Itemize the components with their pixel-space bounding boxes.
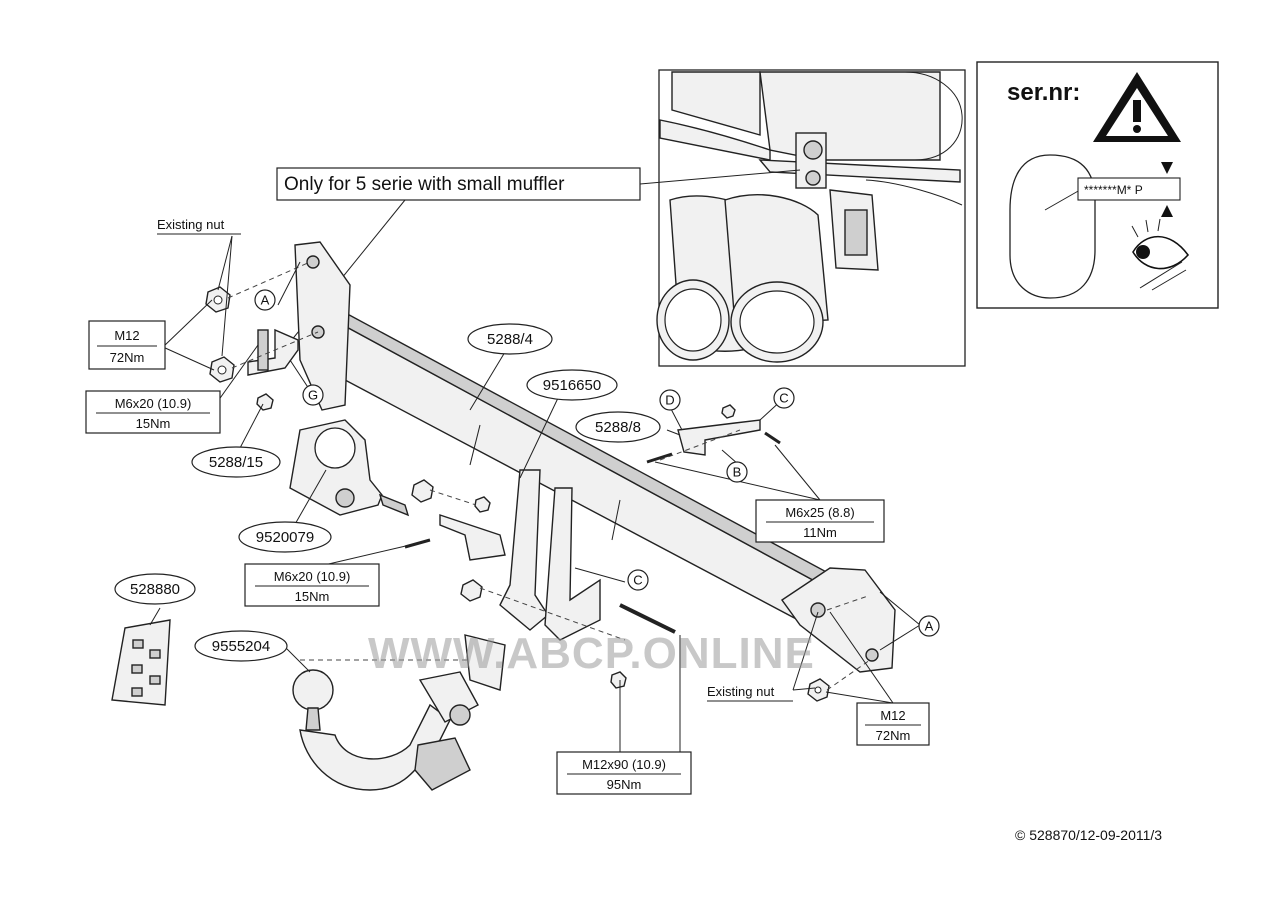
muffler-detail-inset (656, 69, 966, 367)
svg-text:15Nm: 15Nm (295, 589, 330, 604)
spec-box-m12-left: M12 72Nm (88, 320, 166, 370)
nut-left-upper (205, 286, 231, 313)
socket-holder-9520079 (289, 419, 410, 517)
callout-small-muffler: Only for 5 serie with small muffler (276, 167, 801, 353)
svg-text:B: B (733, 464, 742, 479)
spec-box-m6x25: M6x25 (8.8) 11Nm (755, 499, 885, 543)
svg-text:A: A (925, 618, 934, 633)
part-label-528880: 528880 (114, 573, 196, 605)
serial-number-panel: ser.nr: *******M* P (976, 61, 1219, 309)
existing-nut-label-right: Existing nut (707, 684, 793, 702)
eye-icon (1131, 218, 1190, 291)
part-label-5288-8: 5288/8 (575, 411, 661, 443)
assembly-guides (227, 261, 871, 691)
serial-mask: *******M* P (1084, 183, 1143, 197)
leader-lines (149, 235, 921, 752)
svg-text:Existing nut: Existing nut (707, 684, 775, 699)
bracket-center (404, 479, 676, 689)
svg-text:72Nm: 72Nm (110, 350, 145, 365)
svg-text:C: C (633, 572, 642, 587)
svg-text:95Nm: 95Nm (607, 777, 642, 792)
ball-neck-9555204 (292, 634, 506, 791)
svg-text:5288/4: 5288/4 (487, 331, 533, 348)
svg-text:9555204: 9555204 (212, 638, 270, 655)
letter-marker-b: B (726, 461, 748, 483)
svg-text:72Nm: 72Nm (876, 728, 911, 743)
copyright-text: © 528870/12-09-2011/3 (1015, 827, 1162, 843)
svg-text:M12: M12 (114, 328, 139, 343)
letter-marker-a-right: A (918, 615, 940, 637)
svg-text:11Nm: 11Nm (803, 525, 837, 540)
svg-text:M6x20 (10.9): M6x20 (10.9) (115, 396, 192, 411)
letter-marker-g: G (302, 384, 324, 406)
svg-text:M12x90 (10.9): M12x90 (10.9) (582, 757, 666, 772)
crossbar-main (294, 241, 896, 673)
svg-text:M12: M12 (880, 708, 905, 723)
svg-text:15Nm: 15Nm (136, 416, 171, 431)
letter-marker-c-right: C (773, 387, 795, 409)
part-label-9520079: 9520079 (238, 521, 332, 553)
nut-left-lower (209, 356, 235, 383)
spec-box-m12x90: M12x90 (10.9) 95Nm (556, 751, 692, 795)
svg-text:5288/8: 5288/8 (595, 419, 641, 436)
letter-marker-c-center: C (627, 569, 649, 591)
letter-marker-d: D (659, 389, 681, 411)
electrical-kit-528880 (111, 619, 171, 706)
svg-text:M6x20 (10.9): M6x20 (10.9) (274, 569, 351, 584)
spec-box-m6x20-left: M6x20 (10.9) 15Nm (85, 390, 221, 434)
svg-text:528880: 528880 (130, 581, 180, 598)
spec-box-m12-right: M12 72Nm (856, 702, 930, 746)
svg-text:5288/15: 5288/15 (209, 454, 263, 471)
nut-right-lower (807, 678, 830, 702)
letter-marker-a-left: A (254, 289, 276, 311)
svg-text:9520079: 9520079 (256, 529, 314, 546)
spec-box-m6x20-center: M6x20 (10.9) 15Nm (244, 563, 380, 607)
part-label-5288-4: 5288/4 (467, 323, 553, 355)
part-label-9555204: 9555204 (194, 630, 288, 662)
svg-text:G: G (308, 387, 318, 402)
existing-nut-label-left: Existing nut (157, 217, 241, 235)
warning-triangle-icon (1093, 72, 1181, 142)
bracket-5288-8 (646, 404, 781, 464)
serial-title: ser.nr: (1007, 79, 1080, 106)
part-label-9516650: 9516650 (526, 369, 618, 401)
svg-text:M6x25 (8.8): M6x25 (8.8) (785, 505, 854, 520)
svg-text:9516650: 9516650 (543, 377, 601, 394)
bracket-5288-15 (247, 328, 299, 411)
svg-text:D: D (665, 392, 674, 407)
callout-text: Only for 5 serie with small muffler (284, 174, 565, 195)
watermark: WWW.ABCP.ONLINE (368, 629, 815, 678)
part-label-5288-15: 5288/15 (191, 446, 281, 478)
svg-text:C: C (779, 390, 788, 405)
svg-text:Existing nut: Existing nut (157, 217, 225, 232)
svg-text:A: A (261, 292, 270, 307)
